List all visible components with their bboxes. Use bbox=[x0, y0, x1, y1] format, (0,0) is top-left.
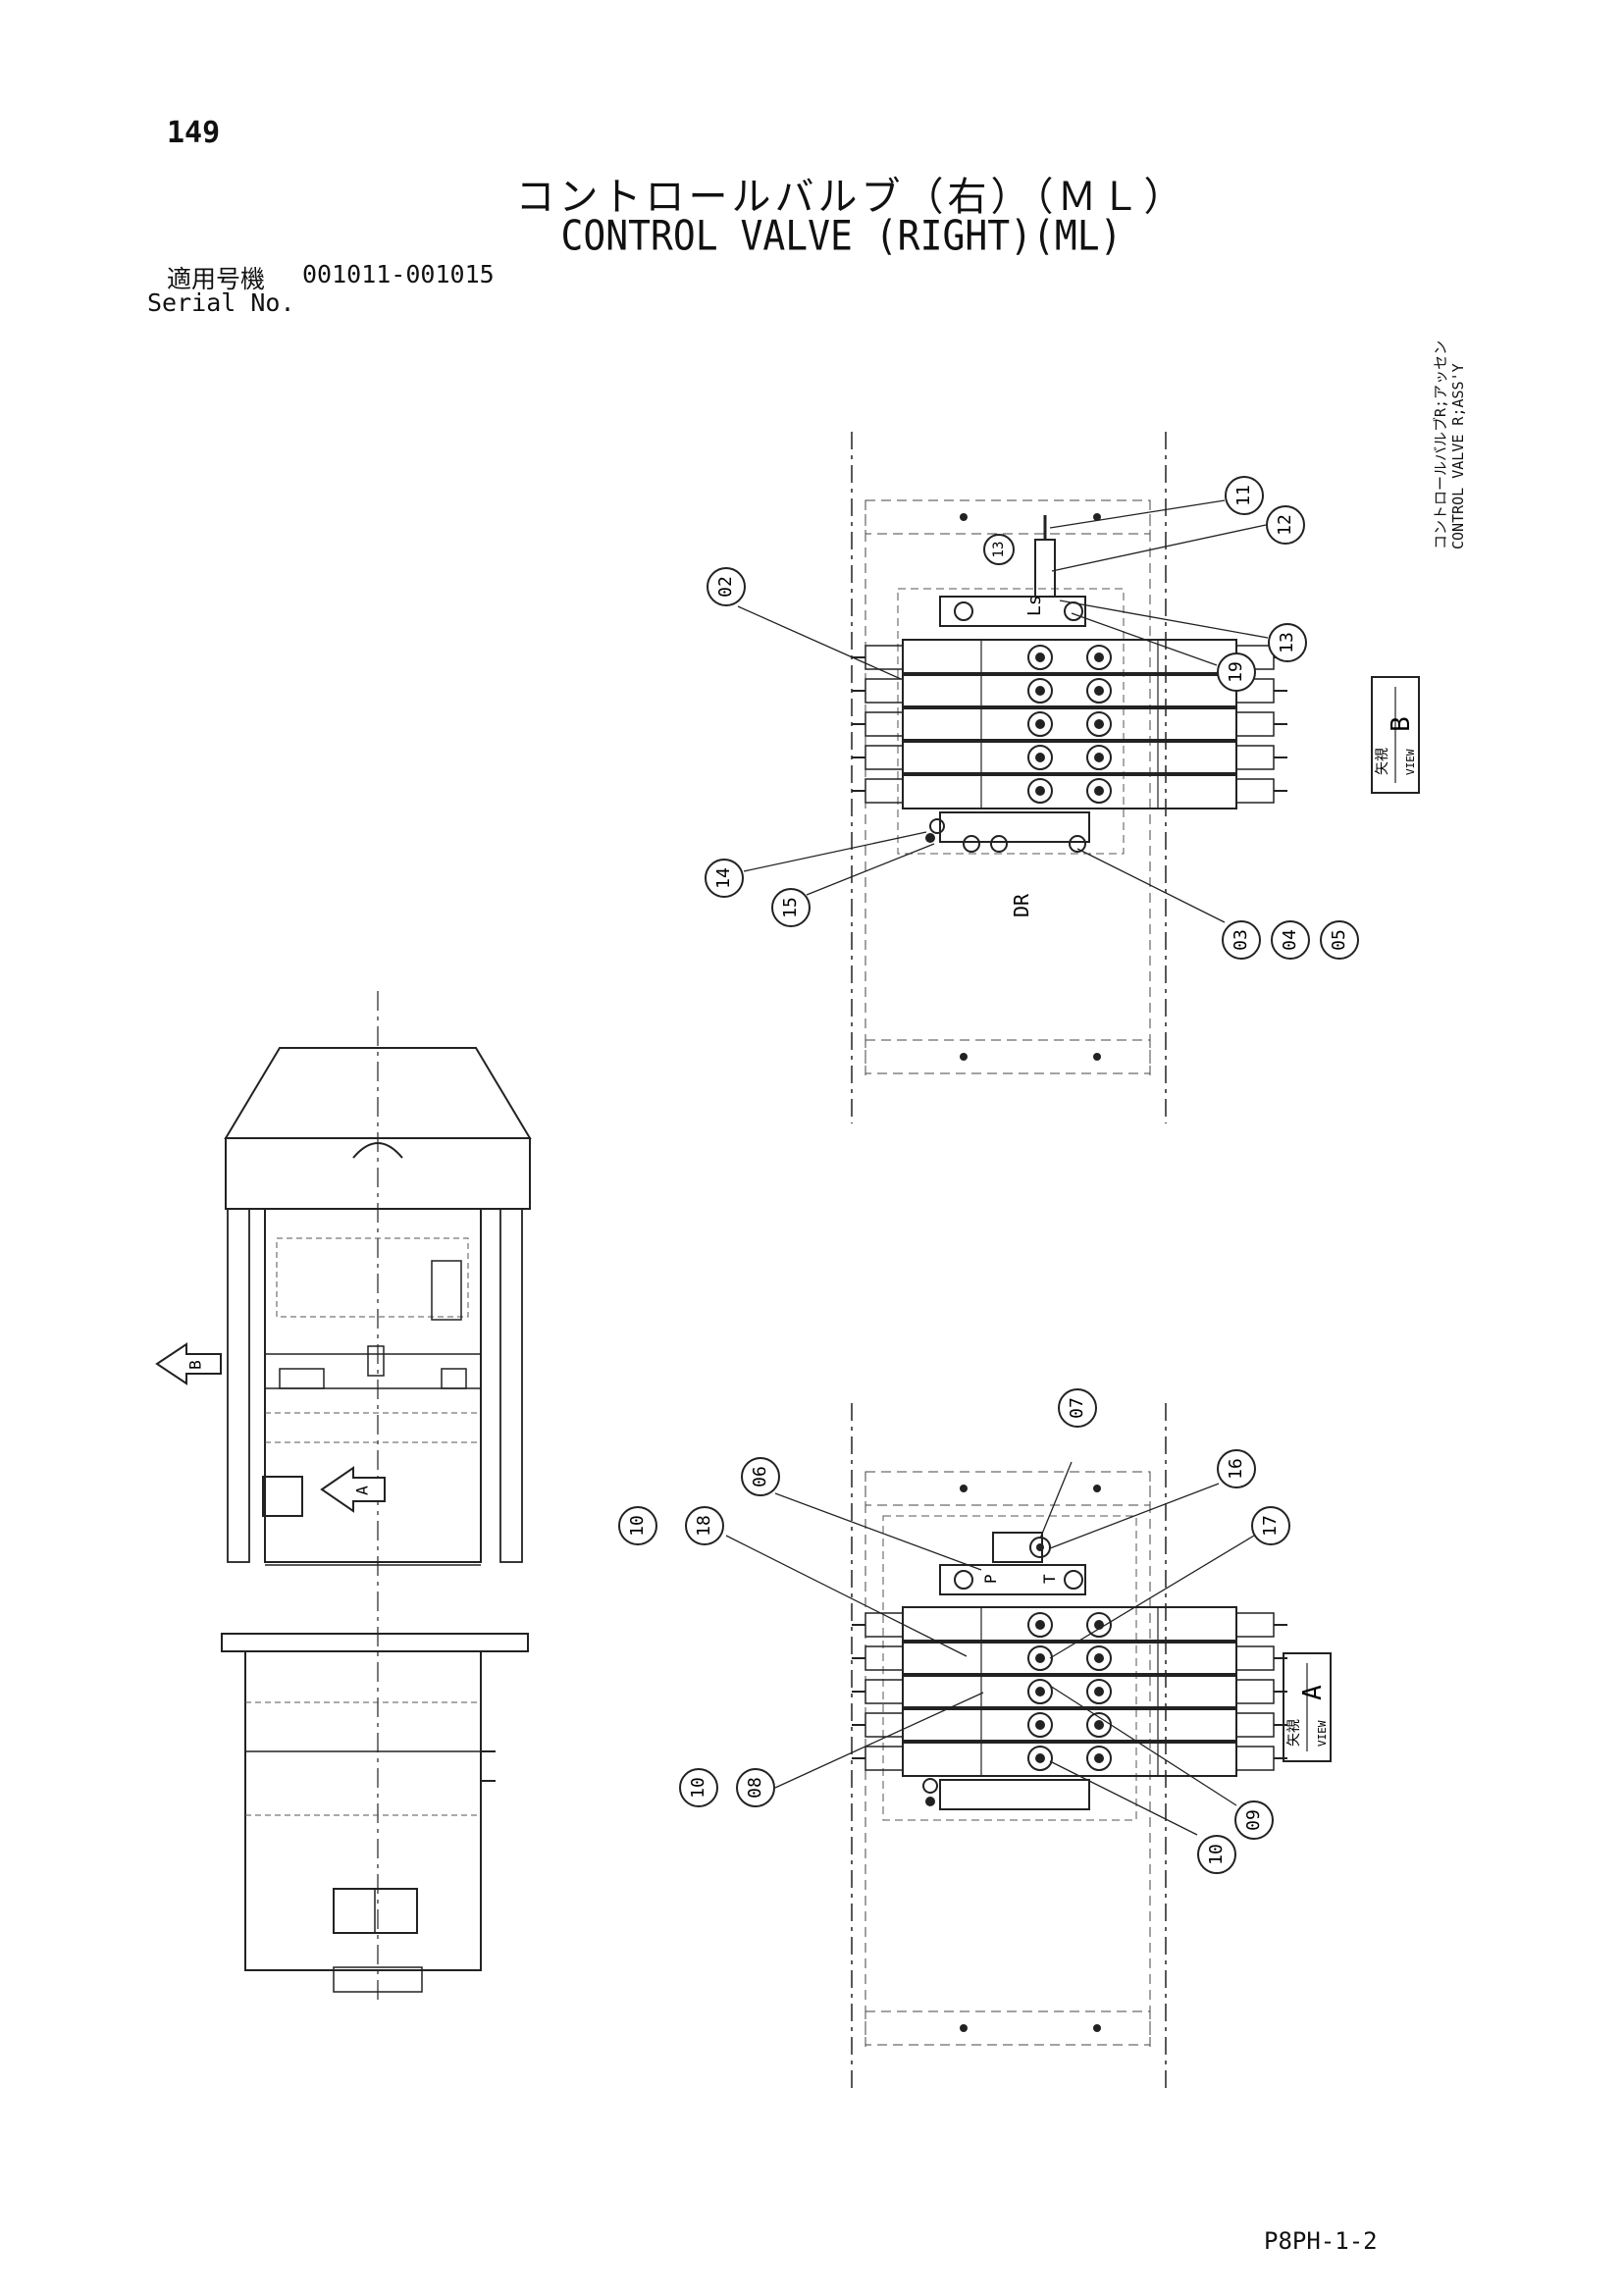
serial-label-en: Serial No. bbox=[147, 288, 295, 317]
callout-label: 10 bbox=[688, 1777, 708, 1799]
port-label-t: T bbox=[1040, 1574, 1059, 1584]
arrow-b-label: B bbox=[186, 1360, 205, 1370]
callout-circle: 08 bbox=[736, 1768, 775, 1807]
view-a-badge-jp: 矢視 bbox=[1286, 1719, 1302, 1747]
callout-circle: 03 bbox=[1222, 920, 1261, 960]
callout-circle: 09 bbox=[1234, 1800, 1274, 1840]
callout-label: 09 bbox=[1243, 1809, 1264, 1831]
view-b-badge: 矢視 VIEW B bbox=[1371, 676, 1420, 794]
callout-circle: 10 bbox=[679, 1768, 718, 1807]
view-b-badge-letter: B bbox=[1387, 716, 1416, 732]
port-label-p: P bbox=[981, 1574, 1000, 1584]
view-b-badge-jp: 矢視 bbox=[1375, 748, 1390, 775]
callout-label: 11 bbox=[1233, 485, 1254, 506]
view-a-drawing: P T bbox=[725, 1403, 1288, 2090]
callout-circle: 14 bbox=[705, 859, 744, 898]
arrow-a-label: A bbox=[353, 1486, 372, 1495]
view-a-badge: 矢視 VIEW A bbox=[1283, 1652, 1332, 1762]
view-a-badge-letter: A bbox=[1298, 1685, 1328, 1700]
port-label-dr: DR bbox=[1010, 893, 1033, 917]
callout-circle: 11 bbox=[1225, 476, 1264, 515]
callout-circle: 05 bbox=[1320, 920, 1359, 960]
callout-circle: 10 bbox=[618, 1506, 657, 1545]
side-note: コントロールバルブR;アッセン CONTROL VALVE R;ASS'Y bbox=[1428, 324, 1487, 549]
view-b-callouts: 11 12 13 13 19 02 14 15 03 04 05 bbox=[705, 476, 1359, 960]
serial-range: 001011-001015 bbox=[302, 260, 495, 288]
callout-circle: 13 bbox=[1268, 623, 1307, 662]
callout-label: 06 bbox=[750, 1466, 770, 1487]
view-b-drawing: Ls DR bbox=[737, 432, 1288, 1123]
callout-label: 16 bbox=[1226, 1458, 1246, 1480]
callout-circle: 18 bbox=[685, 1506, 724, 1545]
callout-circle: 02 bbox=[707, 567, 746, 606]
page-number: 149 bbox=[167, 116, 221, 150]
page-title-en: CONTROL VALVE (RIGHT)(ML) bbox=[560, 211, 1123, 260]
view-a-callouts: 07 16 17 06 18 10 10 08 09 10 bbox=[618, 1388, 1290, 1874]
view-a-badge-en: VIEW bbox=[1316, 1720, 1329, 1747]
callout-label: 10 bbox=[627, 1515, 648, 1537]
callout-circle: 06 bbox=[741, 1457, 780, 1496]
callout-label: 14 bbox=[713, 867, 734, 889]
callout-label: 19 bbox=[1226, 661, 1246, 683]
machine-overview: B A bbox=[155, 991, 532, 2002]
callout-circle: 19 bbox=[1217, 652, 1256, 692]
callout-label: 07 bbox=[1067, 1397, 1087, 1419]
callout-label: 17 bbox=[1260, 1515, 1281, 1537]
footer-code: P8PH-1-2 bbox=[1264, 2227, 1378, 2255]
callout-label: 05 bbox=[1329, 929, 1349, 951]
callout-circle: 16 bbox=[1217, 1449, 1256, 1488]
callout-label: 18 bbox=[694, 1515, 714, 1537]
callout-circle: 12 bbox=[1266, 505, 1305, 545]
callout-circle: 07 bbox=[1058, 1388, 1097, 1428]
port-label-ls: Ls bbox=[1024, 595, 1045, 616]
callout-circle: 10 bbox=[1197, 1835, 1236, 1874]
page-title-jp: コントロールバルブ（右）（ＭＬ） bbox=[515, 175, 1187, 220]
side-note-en: CONTROL VALVE R;ASS'Y bbox=[1449, 363, 1467, 549]
callout-label: 02 bbox=[715, 576, 736, 598]
callout-circle: 15 bbox=[771, 888, 811, 927]
callout-label: 04 bbox=[1280, 929, 1300, 951]
callout-circle: 04 bbox=[1271, 920, 1310, 960]
view-b-badge-en: VIEW bbox=[1404, 749, 1417, 775]
callout-label: 13 bbox=[1277, 632, 1297, 653]
callout-label: 08 bbox=[745, 1777, 765, 1799]
serial-label-jp: 適用号機 bbox=[167, 265, 266, 293]
callout-label: 13 bbox=[991, 542, 1007, 558]
callout-circle: 17 bbox=[1251, 1506, 1290, 1545]
callout-circle: 13 bbox=[983, 534, 1015, 565]
callout-label: 15 bbox=[780, 897, 801, 918]
callout-label: 10 bbox=[1206, 1844, 1227, 1865]
callout-label: 03 bbox=[1231, 929, 1251, 951]
callout-label: 12 bbox=[1275, 514, 1295, 536]
side-note-jp: コントロールバルブR;アッセン bbox=[1432, 339, 1449, 549]
